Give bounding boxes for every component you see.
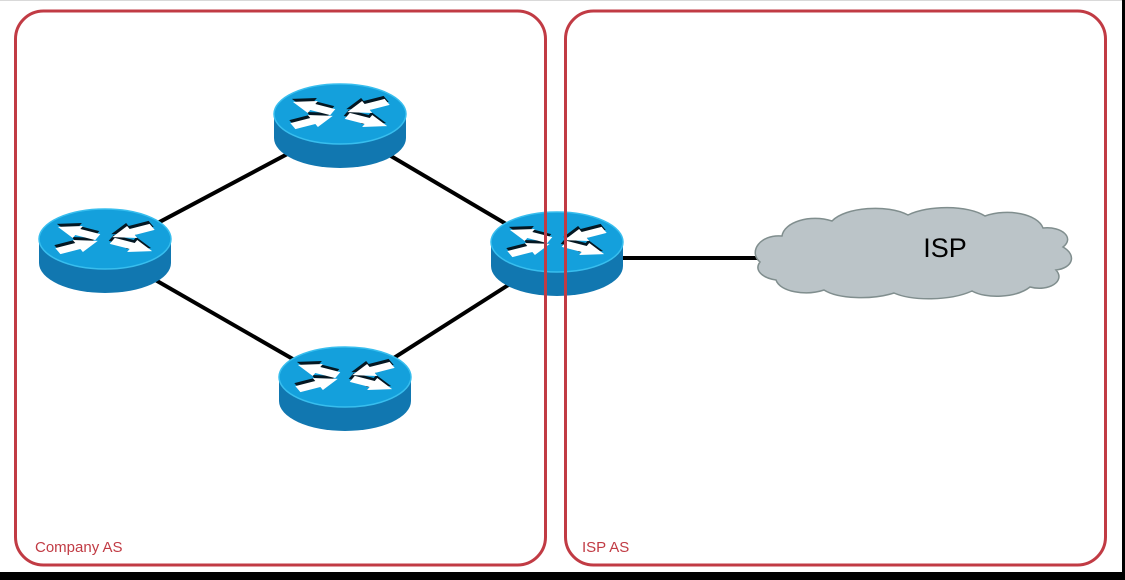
- frame-top-hairline: [0, 0, 1125, 1]
- company-as-zone: [14, 9, 547, 567]
- isp-cloud: ISP: [754, 206, 1073, 300]
- isp-as-zone: [564, 9, 1107, 567]
- router-icon-left: [39, 209, 171, 293]
- cloud-icon: [754, 206, 1073, 300]
- frame-bottom-edge: [0, 572, 1125, 580]
- isp-as-label: ISP AS: [582, 539, 629, 556]
- frame-right-edge: [1122, 0, 1125, 580]
- isp-cloud-label: ISP: [923, 233, 967, 263]
- router-icon-bottom: [279, 347, 411, 431]
- router-icon-border: [491, 212, 623, 296]
- router-icon-top: [274, 84, 406, 168]
- company-as-label: Company AS: [35, 539, 123, 556]
- links: [104, 124, 770, 391]
